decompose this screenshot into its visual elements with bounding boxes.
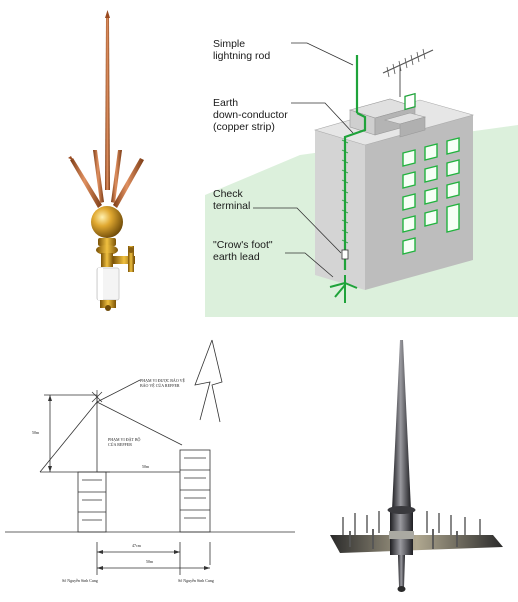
windows: [402, 137, 460, 255]
copper-rod-panel: [40, 10, 180, 320]
distance-top: 50m: [142, 464, 150, 469]
callout-line: lightning rod: [213, 50, 271, 62]
callout-line: terminal: [213, 200, 251, 212]
callout-check-terminal: Check terminal: [213, 188, 250, 212]
protection-range-drawing: [5, 339, 295, 575]
clamp: [113, 256, 135, 264]
distance-bottom-2: 50m: [146, 559, 154, 564]
zone-label-line: PHẠM VI ĐẶT BỘ: [108, 437, 141, 442]
callout-line: "Crow's foot": [213, 239, 273, 251]
callout-simple-rod: Simple lightning rod: [213, 38, 270, 62]
zone-label-line: PHẠM VI ĐƯỢC BẢO VỆ: [140, 378, 185, 383]
crows-foot: [329, 275, 358, 303]
callout-line: down-conductor: [213, 109, 288, 121]
zone-label-2: PHẠM VI ĐẶT BỘ CỦA REFFER: [108, 437, 140, 447]
callout-line: Check: [213, 188, 243, 200]
callout-line: Earth: [213, 97, 239, 109]
callout-line: earth lead: [213, 251, 260, 263]
central-spike: [105, 18, 110, 190]
height-dimension: 50m: [32, 430, 40, 435]
callout-line: (copper strip): [213, 121, 275, 133]
ese-spike: [392, 340, 411, 510]
check-terminal: [341, 249, 349, 260]
building-diagram-panel: Simple lightning rod Earth down-conducto…: [205, 5, 518, 317]
zone-label-1: PHẠM VI ĐƯỢC BẢO VỆ BẢO VỆ CỦA REFFER: [140, 378, 185, 388]
ese-platform: [330, 535, 503, 553]
copper-rod-illustration: [68, 10, 144, 311]
callout-down-conductor: Earth down-conductor (copper strip): [213, 97, 288, 133]
protection-range-diagram-panel: PHẠM VI ĐƯỢC BẢO VỆ BẢO VỆ CỦA REFFER PH…: [0, 330, 300, 600]
address-left: Số Nguyễn Sinh Cung: [62, 578, 98, 583]
brass-ball: [91, 206, 123, 238]
ese-rod-panel: [315, 335, 518, 597]
callout-crows-foot: "Crow's foot" earth lead: [213, 239, 273, 263]
callout-line: Simple: [213, 38, 246, 50]
zone-label-line: CỦA REFFER: [108, 442, 132, 447]
zone-label-line: BẢO VỆ CỦA REFFER: [140, 383, 180, 388]
building-illustration: [205, 42, 518, 317]
distance-bottom-1: 47cm: [132, 543, 141, 548]
ese-rod-illustration: [330, 340, 503, 592]
address-right: Số Nguyễn Sinh Cung: [178, 578, 214, 583]
